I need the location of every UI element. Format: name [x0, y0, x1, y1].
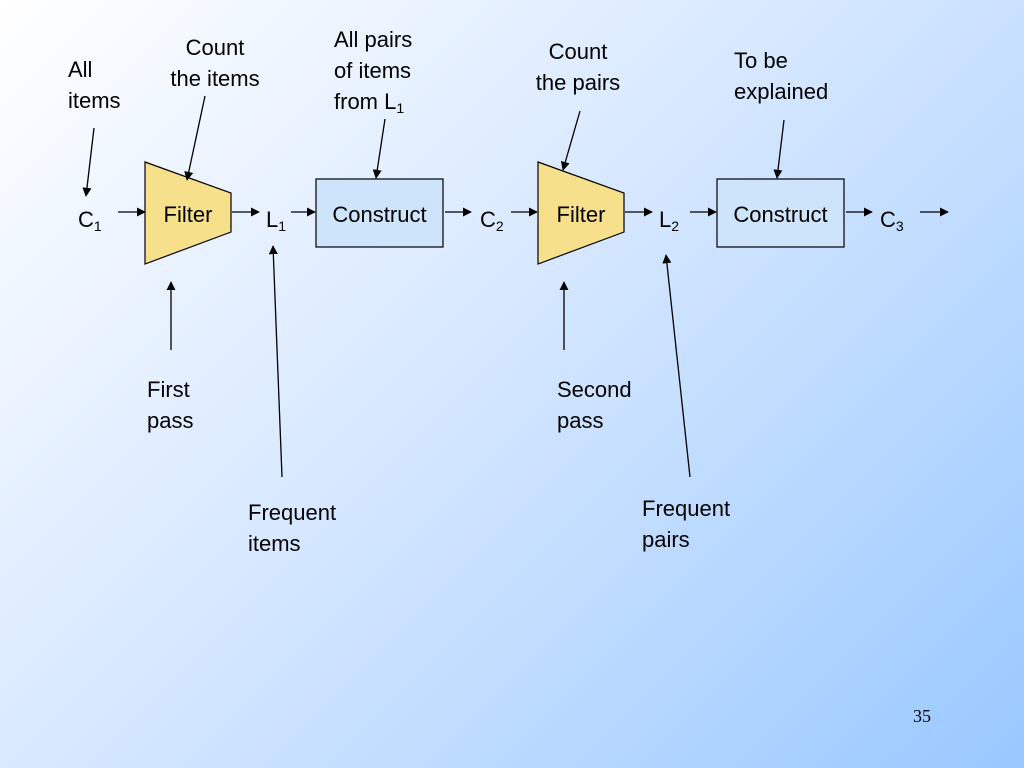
filter-2-label: Filter: [556, 202, 606, 227]
node-c1: C1: [78, 207, 102, 234]
filter-block-1: [144, 161, 232, 265]
filter-block-2: [537, 161, 625, 265]
arrow-to-be-explained: [773, 119, 785, 179]
page-number: 35: [913, 706, 931, 726]
node-c2: C2: [480, 207, 504, 234]
node-c3: C3: [880, 207, 904, 234]
construct-block-2: [716, 178, 845, 248]
arrow-frequent-items: [268, 245, 283, 478]
construct-2-label: Construct: [733, 202, 828, 227]
arrow-frequent-pairs: [662, 254, 691, 478]
filter-1-label: Filter: [163, 202, 213, 227]
arrow-count-items: [184, 95, 206, 181]
arrow-all-pairs: [372, 118, 386, 179]
construct-block-1: [315, 178, 444, 248]
arrow-count-pairs: [560, 110, 581, 171]
node-l1: L1: [266, 207, 287, 234]
node-l2: L2: [659, 207, 680, 234]
construct-1-label: Construct: [332, 202, 427, 227]
arrow-all-items: [82, 127, 95, 197]
